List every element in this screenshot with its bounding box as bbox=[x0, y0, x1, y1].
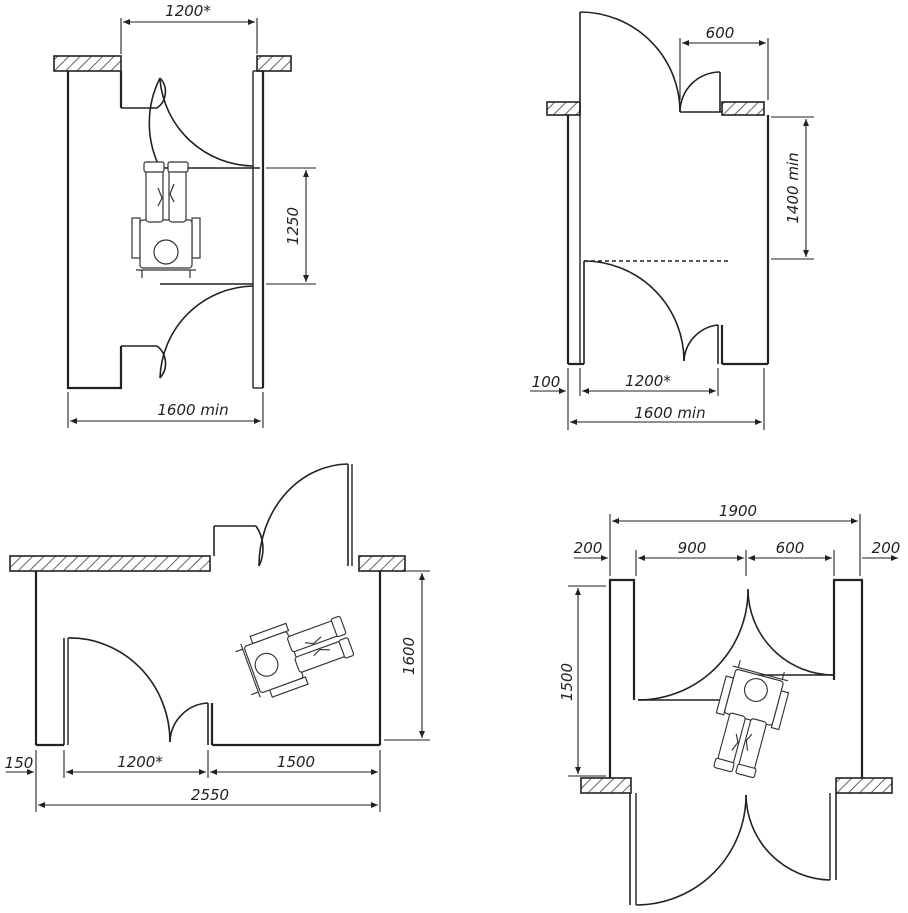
dim-door-clearance: 600 bbox=[706, 24, 735, 42]
lobby-wall bbox=[608, 578, 636, 778]
dim-wall-segment: 1500 bbox=[277, 753, 315, 771]
lobby-wall bbox=[66, 71, 123, 390]
dim-lobby-depth: 1600 bbox=[400, 637, 418, 675]
plan-1-through-lobby: 1200* 1250 1600 min bbox=[53, 2, 316, 428]
dim-door-width: 1200* bbox=[165, 2, 211, 20]
wheelchair-icon bbox=[702, 657, 795, 782]
plan-2-side-entry-lobby: 600 1400 min 100 1200* 1600 min bbox=[530, 11, 814, 430]
dim-door-b: 600 bbox=[776, 539, 805, 557]
wheelchair-icon bbox=[131, 161, 201, 279]
dim-nib: 150 bbox=[5, 754, 34, 772]
plan-4-double-door-lobby: 1900 200 900 600 200 1500 bbox=[558, 502, 901, 906]
dim-lobby-depth: 1400 min bbox=[784, 152, 802, 223]
dim-lobby-width: 2550 bbox=[191, 786, 229, 804]
wheelchair-icon bbox=[231, 604, 359, 705]
dim-nib-left: 200 bbox=[574, 539, 603, 557]
dim-lobby-width: 1600 min bbox=[157, 401, 228, 419]
dim-door-a: 900 bbox=[678, 539, 707, 557]
dim-nib-right: 200 bbox=[872, 539, 901, 557]
dim-lobby-depth: 1500 bbox=[558, 663, 576, 701]
dim-lobby-width: 1900 bbox=[719, 502, 757, 520]
dim-lobby-depth: 1250 bbox=[284, 207, 302, 245]
dim-lobby-width: 1600 min bbox=[634, 404, 705, 422]
dim-nib: 100 bbox=[532, 373, 561, 391]
plan-3-corner-lobby: 1600 150 1200* 1500 2550 bbox=[5, 463, 430, 812]
dim-door-width: 1200* bbox=[625, 372, 671, 390]
dim-door-width: 1200* bbox=[117, 753, 163, 771]
